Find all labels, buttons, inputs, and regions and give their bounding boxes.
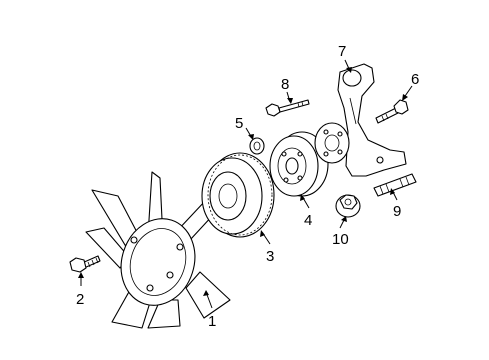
callout-5: 5 <box>235 115 243 132</box>
washer <box>249 137 265 155</box>
bracket-mount-bolt <box>375 99 409 124</box>
stud-body <box>373 173 417 197</box>
fan-bolt-hole <box>146 284 154 292</box>
mount-bolt-thread <box>385 113 389 120</box>
callout-2: 2 <box>76 291 84 308</box>
callout-7: 7 <box>338 43 346 60</box>
fan-clutch <box>201 152 275 238</box>
callout-labels: 1 2 3 4 5 6 7 8 9 10 <box>76 43 419 330</box>
fan-clutch-bearing <box>218 183 238 209</box>
arrow-2 <box>78 272 84 278</box>
bracket-bolt-thread <box>301 101 304 107</box>
callout-4: 4 <box>304 212 312 229</box>
fan-bolt-thread <box>87 261 91 268</box>
stud-thread <box>379 185 384 195</box>
fan-bracket-mount-hole <box>376 156 384 164</box>
callout-8: 8 <box>281 76 289 93</box>
flange-nut <box>335 194 361 218</box>
fan-bracket <box>314 63 407 177</box>
pulley-bolt-hole <box>281 151 287 157</box>
fan-hub-ring-inner <box>129 228 187 296</box>
mount-bolt-thread <box>381 115 385 122</box>
mount-bolt-head <box>393 99 409 115</box>
callout-6: 6 <box>411 71 419 88</box>
flange-nut-bore <box>344 198 352 206</box>
pulley-bolt-hole <box>297 151 303 157</box>
fan-bolt-hole <box>176 243 184 251</box>
arrow-5 <box>248 134 254 140</box>
fan-bracket-arm <box>337 63 407 177</box>
callout-9: 9 <box>393 203 401 220</box>
fan-bracket-hub-center <box>324 134 340 152</box>
arrow-3 <box>260 230 265 237</box>
fan-bracket-hub-hole <box>337 149 343 155</box>
fan-bolt-hole <box>166 271 174 279</box>
fan-clutch-face <box>209 171 247 221</box>
stud-thread <box>399 178 404 188</box>
fan-bracket-hub <box>314 122 350 164</box>
fan-bolt-thread <box>95 257 99 264</box>
fan-bracket-rib <box>349 97 357 125</box>
arrow-10 <box>341 216 347 222</box>
arrow-7 <box>346 67 352 73</box>
arrow-8 <box>287 98 293 104</box>
bracket-bolt-head <box>265 103 281 117</box>
callout-10: 10 <box>332 231 349 248</box>
fan-bolt-head <box>69 257 87 273</box>
bracket-bolt-thread <box>297 102 300 108</box>
fan-bracket-hub-hole <box>323 129 329 135</box>
fan-bracket-hub-hole <box>323 151 329 157</box>
arrow-9 <box>390 188 395 195</box>
callout-1: 1 <box>208 313 216 330</box>
arrow-1 <box>203 290 209 296</box>
pulley-hub <box>285 157 299 175</box>
bracket-bolt <box>265 99 310 117</box>
fan-bolt-hole <box>130 236 138 244</box>
washer-outer <box>249 137 265 155</box>
leader-lines <box>78 59 413 309</box>
stud-thread <box>385 183 390 193</box>
arrow-4 <box>300 194 305 201</box>
fan-bolt-thread <box>91 259 95 266</box>
fan-bracket-top-boss <box>342 69 362 87</box>
fan-bolt <box>69 255 101 273</box>
fan-bracket-hub-hole <box>337 131 343 137</box>
washer-inner <box>253 141 261 151</box>
pulley-bolt-hole <box>283 177 289 183</box>
arrow-6 <box>402 94 408 101</box>
flange-nut-hex <box>339 194 358 210</box>
bracket-stud <box>373 173 417 197</box>
bracket-bolt-shank <box>278 99 310 113</box>
pulley-bolt-hole <box>297 175 303 181</box>
stud-thread <box>405 176 410 186</box>
callout-3: 3 <box>266 248 274 265</box>
fan-clutch-fins <box>207 154 273 236</box>
pulley-face <box>277 147 307 185</box>
